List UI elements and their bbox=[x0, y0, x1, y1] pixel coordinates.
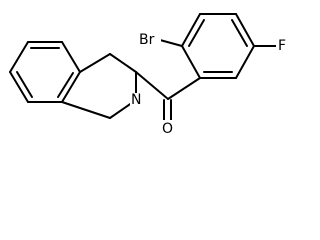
bond bbox=[235, 45, 255, 79]
bond bbox=[109, 53, 137, 73]
nitrogen-label: N bbox=[131, 92, 141, 108]
label-background bbox=[139, 31, 161, 49]
label-background bbox=[161, 120, 175, 137]
bromofluorophenyl-ring bbox=[159, 13, 277, 79]
chemical-structure-diagram: Br F N O bbox=[9, 13, 288, 137]
bond bbox=[181, 13, 201, 47]
bond bbox=[167, 77, 201, 100]
bond bbox=[61, 101, 111, 119]
fluorine-label: F bbox=[278, 38, 286, 54]
amide-carbonyl bbox=[135, 71, 201, 123]
bond bbox=[61, 41, 81, 73]
bond bbox=[9, 71, 29, 103]
double-bond-inner bbox=[188, 19, 205, 47]
bond bbox=[61, 71, 81, 103]
bond bbox=[135, 71, 169, 100]
fused-benzene-ring bbox=[9, 41, 81, 103]
bond bbox=[9, 41, 29, 73]
bromine-label: Br bbox=[139, 32, 155, 48]
bond bbox=[235, 13, 255, 47]
bond bbox=[181, 45, 201, 79]
label-background bbox=[130, 93, 143, 108]
bond-to-bromine bbox=[159, 39, 183, 47]
double-bond-inner bbox=[57, 72, 74, 98]
atom-labels: Br F N O bbox=[130, 31, 288, 137]
double-bond-inner bbox=[231, 19, 248, 47]
saturated-piperidine-ring bbox=[61, 53, 137, 119]
oxygen-label: O bbox=[162, 121, 173, 137]
double-bond-inner bbox=[16, 71, 33, 98]
label-background bbox=[276, 37, 288, 55]
bond bbox=[79, 53, 111, 73]
